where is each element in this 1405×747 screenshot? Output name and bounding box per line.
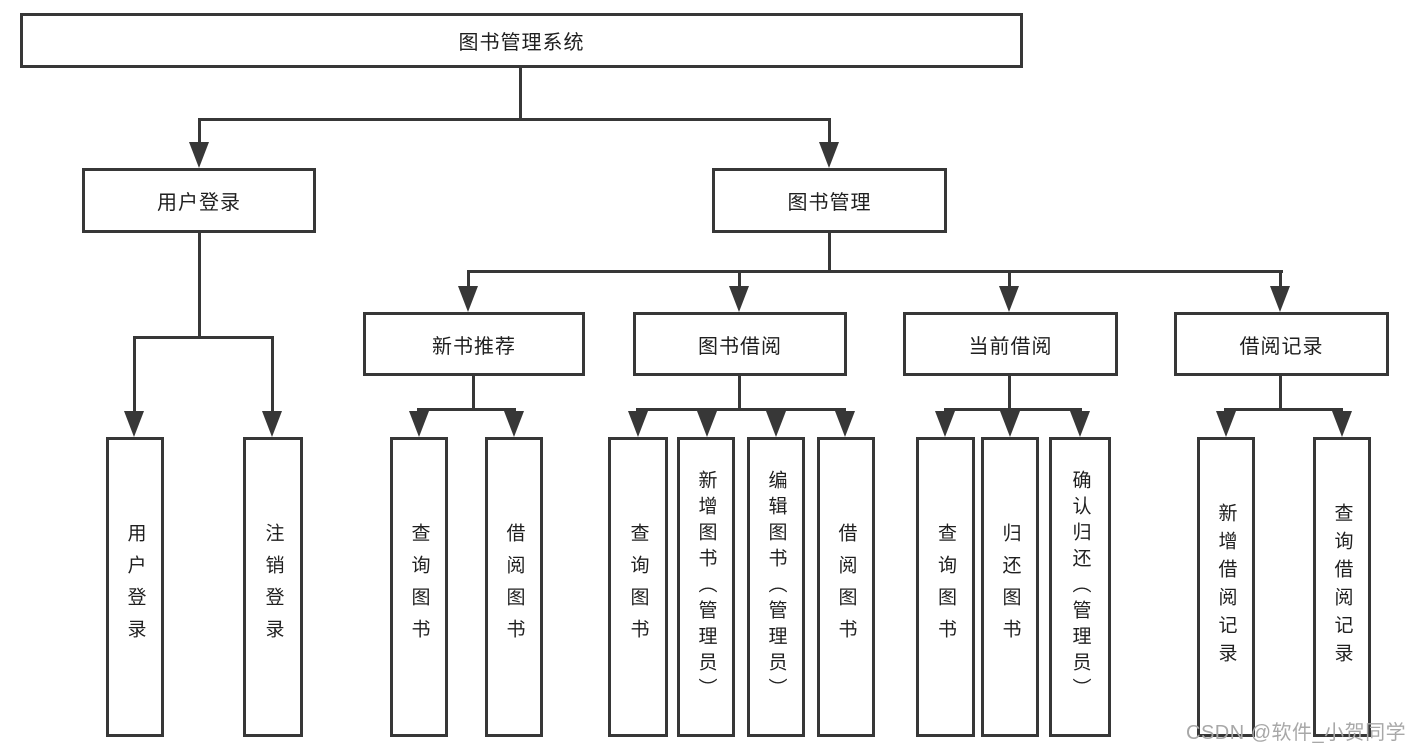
- arrowhead-icon: [935, 411, 955, 437]
- connector-book-borrow-stem: [738, 376, 741, 411]
- connector-new-book-recommend-stem: [472, 376, 475, 411]
- leaf-user-login-label: 用户登录: [124, 523, 146, 651]
- connector-current-borrow-horizontal: [944, 408, 1082, 411]
- arrowhead-icon: [766, 411, 786, 437]
- arrowhead-icon: [819, 142, 839, 168]
- arrowhead-icon: [409, 411, 429, 437]
- connector-book-management-stem: [828, 233, 831, 273]
- connector-root-stem: [519, 68, 522, 120]
- arrowhead-icon: [458, 286, 478, 312]
- node-new-book-recommend: 新书推荐: [363, 312, 585, 376]
- leaf-borrow-query-books-label: 查询图书: [627, 523, 649, 651]
- arrowhead-icon: [835, 411, 855, 437]
- node-current-borrow: 当前借阅: [903, 312, 1118, 376]
- connector-drop-user-login: [198, 118, 201, 145]
- leaf-query-borrow-record: 查询借阅记录: [1313, 437, 1371, 737]
- leaf-user-login: 用户登录: [106, 437, 164, 737]
- connector-drop-borrow-records: [1279, 270, 1282, 288]
- connector-drop-book-management: [828, 118, 831, 145]
- connector-user-login-stem: [198, 233, 201, 339]
- node-borrow-records-label: 借阅记录: [1239, 335, 1324, 358]
- leaf-add-books-admin: 新增图书（管理员）: [677, 437, 735, 737]
- node-user-login: 用户登录: [82, 168, 316, 233]
- arrowhead-icon: [999, 286, 1019, 312]
- arrowhead-icon: [1070, 411, 1090, 437]
- connector-drop-leaf-logout: [271, 336, 274, 412]
- leaf-recommend-borrow-books-label: 借阅图书: [503, 523, 525, 651]
- connector-drop-book-borrow: [738, 270, 741, 288]
- leaf-current-query-books: 查询图书: [916, 437, 975, 737]
- node-book-borrow: 图书借阅: [633, 312, 847, 376]
- leaf-add-borrow-record: 新增借阅记录: [1197, 437, 1255, 737]
- leaf-logout-login: 注销登录: [243, 437, 303, 737]
- arrowhead-icon: [262, 411, 282, 437]
- arrowhead-icon: [504, 411, 524, 437]
- leaf-borrow-borrow-books-label: 借阅图书: [835, 523, 857, 651]
- arrowhead-icon: [697, 411, 717, 437]
- connector-new-book-recommend-horizontal: [417, 408, 516, 411]
- leaf-add-borrow-record-label: 新增借阅记录: [1215, 503, 1237, 671]
- arrowhead-icon: [1216, 411, 1236, 437]
- csdn-watermark: CSDN @软件_小贺同学: [1186, 722, 1405, 744]
- node-book-management: 图书管理: [712, 168, 947, 233]
- arrowhead-icon: [124, 411, 144, 437]
- leaf-recommend-query-books-label: 查询图书: [408, 523, 430, 651]
- arrowhead-icon: [189, 142, 209, 168]
- leaf-query-borrow-record-label: 查询借阅记录: [1331, 503, 1353, 671]
- node-user-login-label: 用户登录: [157, 192, 241, 214]
- node-root-label: 图书管理系统: [458, 32, 585, 54]
- node-borrow-records: 借阅记录: [1174, 312, 1389, 376]
- arrowhead-icon: [729, 286, 749, 312]
- arrowhead-icon: [1332, 411, 1352, 437]
- leaf-return-books-label: 归还图书: [999, 523, 1021, 651]
- arrowhead-icon: [628, 411, 648, 437]
- connector-book-borrow-horizontal: [636, 408, 846, 411]
- leaf-confirm-return-admin-label: 确认归还（管理员）: [1069, 470, 1091, 704]
- leaf-edit-books-admin-label: 编辑图书（管理员）: [765, 470, 787, 704]
- leaf-return-books: 归还图书: [981, 437, 1039, 737]
- connector-drop-current-borrow: [1008, 270, 1011, 288]
- leaf-current-query-books-label: 查询图书: [935, 523, 956, 651]
- node-book-management-label: 图书管理: [787, 192, 872, 214]
- node-book-borrow-label: 图书借阅: [698, 335, 782, 358]
- node-root: 图书管理系统: [20, 13, 1023, 68]
- connector-book-management-horizontal: [467, 270, 1283, 273]
- connector-root-horizontal: [198, 118, 831, 121]
- leaf-confirm-return-admin: 确认归还（管理员）: [1049, 437, 1111, 737]
- arrowhead-icon: [1270, 286, 1290, 312]
- connector-drop-new-book-recommend: [467, 270, 470, 288]
- connector-user-login-horizontal: [133, 336, 274, 339]
- connector-drop-leaf-user-login: [133, 336, 136, 412]
- connector-borrow-records-horizontal: [1224, 408, 1343, 411]
- connector-current-borrow-stem: [1008, 376, 1011, 411]
- leaf-recommend-query-books: 查询图书: [390, 437, 448, 737]
- node-current-borrow-label: 当前借阅: [968, 335, 1053, 358]
- leaf-add-books-admin-label: 新增图书（管理员）: [695, 470, 717, 704]
- leaf-borrow-query-books: 查询图书: [608, 437, 668, 737]
- leaf-logout-login-label: 注销登录: [262, 523, 284, 651]
- arrowhead-icon: [1000, 411, 1020, 437]
- leaf-borrow-borrow-books: 借阅图书: [817, 437, 875, 737]
- leaf-edit-books-admin: 编辑图书（管理员）: [747, 437, 805, 737]
- connector-borrow-records-stem: [1279, 376, 1282, 411]
- node-new-book-recommend-label: 新书推荐: [432, 335, 516, 358]
- leaf-recommend-borrow-books: 借阅图书: [485, 437, 543, 737]
